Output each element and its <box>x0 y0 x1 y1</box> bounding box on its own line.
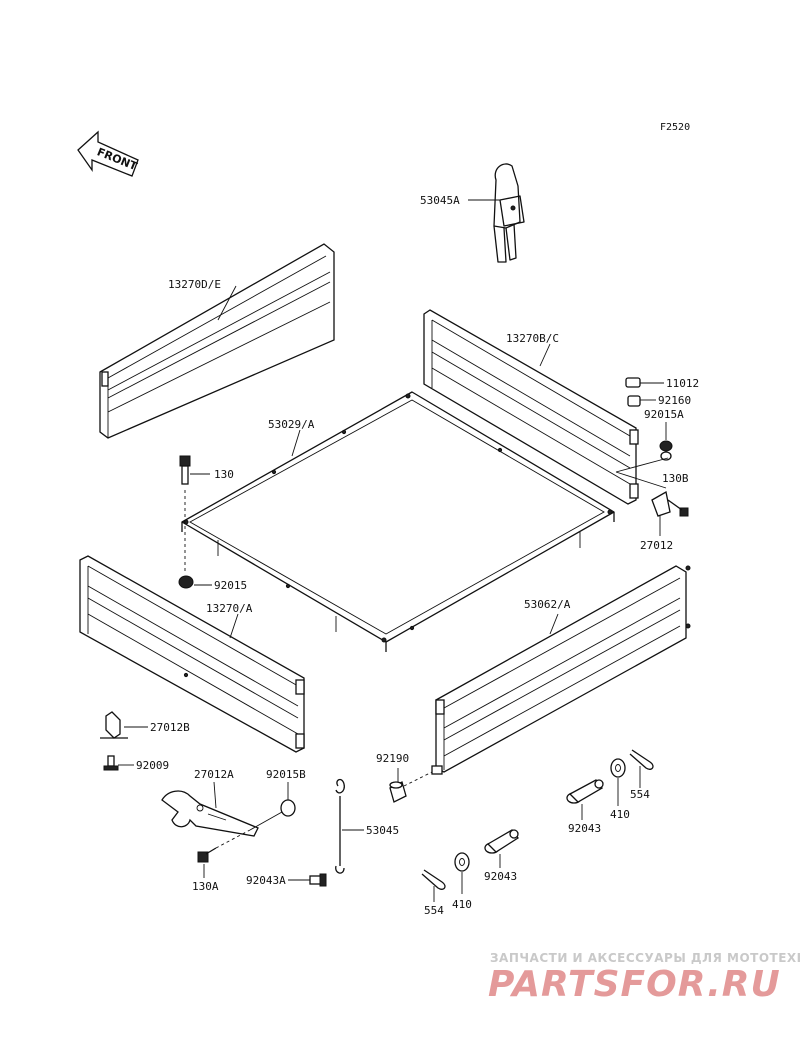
part-130-bolt <box>179 455 191 485</box>
label-554-right: 554 <box>630 788 650 801</box>
part-92015B-damper <box>280 799 296 817</box>
part-554-cotter-bottom <box>421 869 446 890</box>
label-130A: 130A <box>192 880 219 893</box>
part-92190-collar <box>389 781 407 803</box>
part-92043-pin-bottom <box>484 829 519 854</box>
part-27012B-bracket <box>100 711 128 739</box>
part-92015A-damper <box>659 440 673 461</box>
part-554-cotter-right <box>629 749 654 770</box>
label-27012A: 27012A <box>194 768 234 781</box>
part-27012-bracket <box>651 490 671 517</box>
label-92160: 92160 <box>658 394 691 407</box>
part-92043A-pin <box>309 873 327 887</box>
part-92015-damper <box>178 575 194 589</box>
label-92190: 92190 <box>376 752 409 765</box>
label-53029A: 53029/A <box>268 418 315 431</box>
label-53062A: 53062/A <box>524 598 571 611</box>
label-13270DE: 13270D/E <box>168 278 221 291</box>
part-130A-bolt <box>197 847 217 863</box>
label-13270A: 13270/A <box>206 602 253 615</box>
label-92015B: 92015B <box>266 768 306 781</box>
label-92009: 92009 <box>136 759 169 772</box>
front-arrow-icon: FRONT <box>77 130 139 177</box>
label-92015A: 92015A <box>644 408 684 421</box>
label-13270BC: 13270B/C <box>506 332 559 345</box>
part-53045-cable <box>335 778 345 874</box>
part-53045A-latch <box>493 163 525 263</box>
label-410-bottom: 410 <box>452 898 472 911</box>
label-92015: 92015 <box>214 579 247 592</box>
part-53062A-tailgate <box>431 565 691 775</box>
label-554-bottom: 554 <box>424 904 444 917</box>
part-13270DE-gate <box>99 243 335 439</box>
part-11012-cap <box>625 377 641 388</box>
label-130B: 130B <box>662 472 689 485</box>
part-130B-bolt <box>667 499 689 517</box>
label-11012: 11012 <box>666 377 699 390</box>
label-27012: 27012 <box>640 539 673 552</box>
part-410-washer-bottom <box>454 852 470 872</box>
label-92043-right: 92043 <box>568 822 601 835</box>
part-410-washer-right <box>610 758 626 778</box>
part-92043-pin-right <box>566 779 604 804</box>
part-92160-bushing <box>627 395 641 407</box>
label-410-right: 410 <box>610 808 630 821</box>
label-27012B: 27012B <box>150 721 190 734</box>
label-130: 130 <box>214 468 234 481</box>
label-53045A: 53045A <box>420 194 460 207</box>
diagram-code: F2520 <box>660 122 690 133</box>
label-53045: 53045 <box>366 824 399 837</box>
watermark-brand: PARTSFOR.RU <box>488 964 781 1005</box>
part-27012A-hinge <box>161 790 259 837</box>
part-92009-screw <box>103 755 119 771</box>
watermark-tagline: ЗАПЧАСТИ И АКСЕССУАРЫ ДЛЯ МОТОТЕХНИКИ <box>490 951 800 965</box>
label-92043-bottom: 92043 <box>484 870 517 883</box>
label-92043A: 92043A <box>246 874 286 887</box>
part-13270BC-panel <box>423 309 639 505</box>
part-53029A-frame <box>181 391 615 652</box>
part-13270A-panel <box>79 555 305 753</box>
